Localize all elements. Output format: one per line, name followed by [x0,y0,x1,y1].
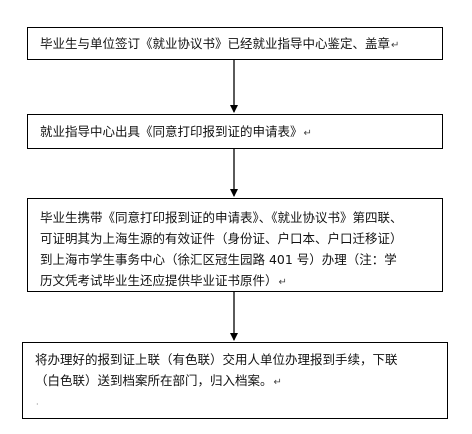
paragraph-mark-icon: ↵ [391,40,400,51]
flow-step-4-box: 将办理好的报到证上联（有色联）交用人单位办理报到手续，下联 （白色联）送到档案所… [22,342,448,419]
flow-step-1-text: 毕业生与单位签订《就业协议书》已经就业指导中心鉴定、盖章↵ [40,36,400,51]
flow-step-3-line-4: 历文凭考试毕业生还应提供毕业证书原件）↵ [40,273,287,288]
flow-step-3-line-1: 毕业生携带《同意打印报到证的申请表》、《就业协议书》第四联、 [40,210,403,225]
anchor-dot-icon: · [36,400,39,409]
flow-step-3-line-3: 到上海市学生事务中心（徐汇区冠生园路 401 号）办理（注：学 [40,252,397,267]
paragraph-mark-icon: ↵ [278,277,287,288]
paragraph-mark-icon: ↵ [273,377,282,388]
flow-step-4-line-2: （白色联）送到档案所在部门，归入档案。↵ [35,373,282,388]
flow-step-3-line-2: 可证明其为上海生源的有效证件（身份证、户口本、户口迁移证） [40,231,403,246]
paragraph-mark-icon: ↵ [303,128,312,139]
flow-step-3-box: 毕业生携带《同意打印报到证的申请表》、《就业协议书》第四联、 可证明其为上海生源… [27,198,443,292]
flow-step-2-box: 就业指导中心出具《同意打印报到证的申请表》↵ [27,114,443,149]
flow-step-4-line-1: 将办理好的报到证上联（有色联）交用人单位办理报到手续，下联 [35,352,398,367]
flow-step-2-text: 就业指导中心出具《同意打印报到证的申请表》↵ [40,124,312,139]
flow-step-1-box: 毕业生与单位签订《就业协议书》已经就业指导中心鉴定、盖章↵ [27,27,443,60]
